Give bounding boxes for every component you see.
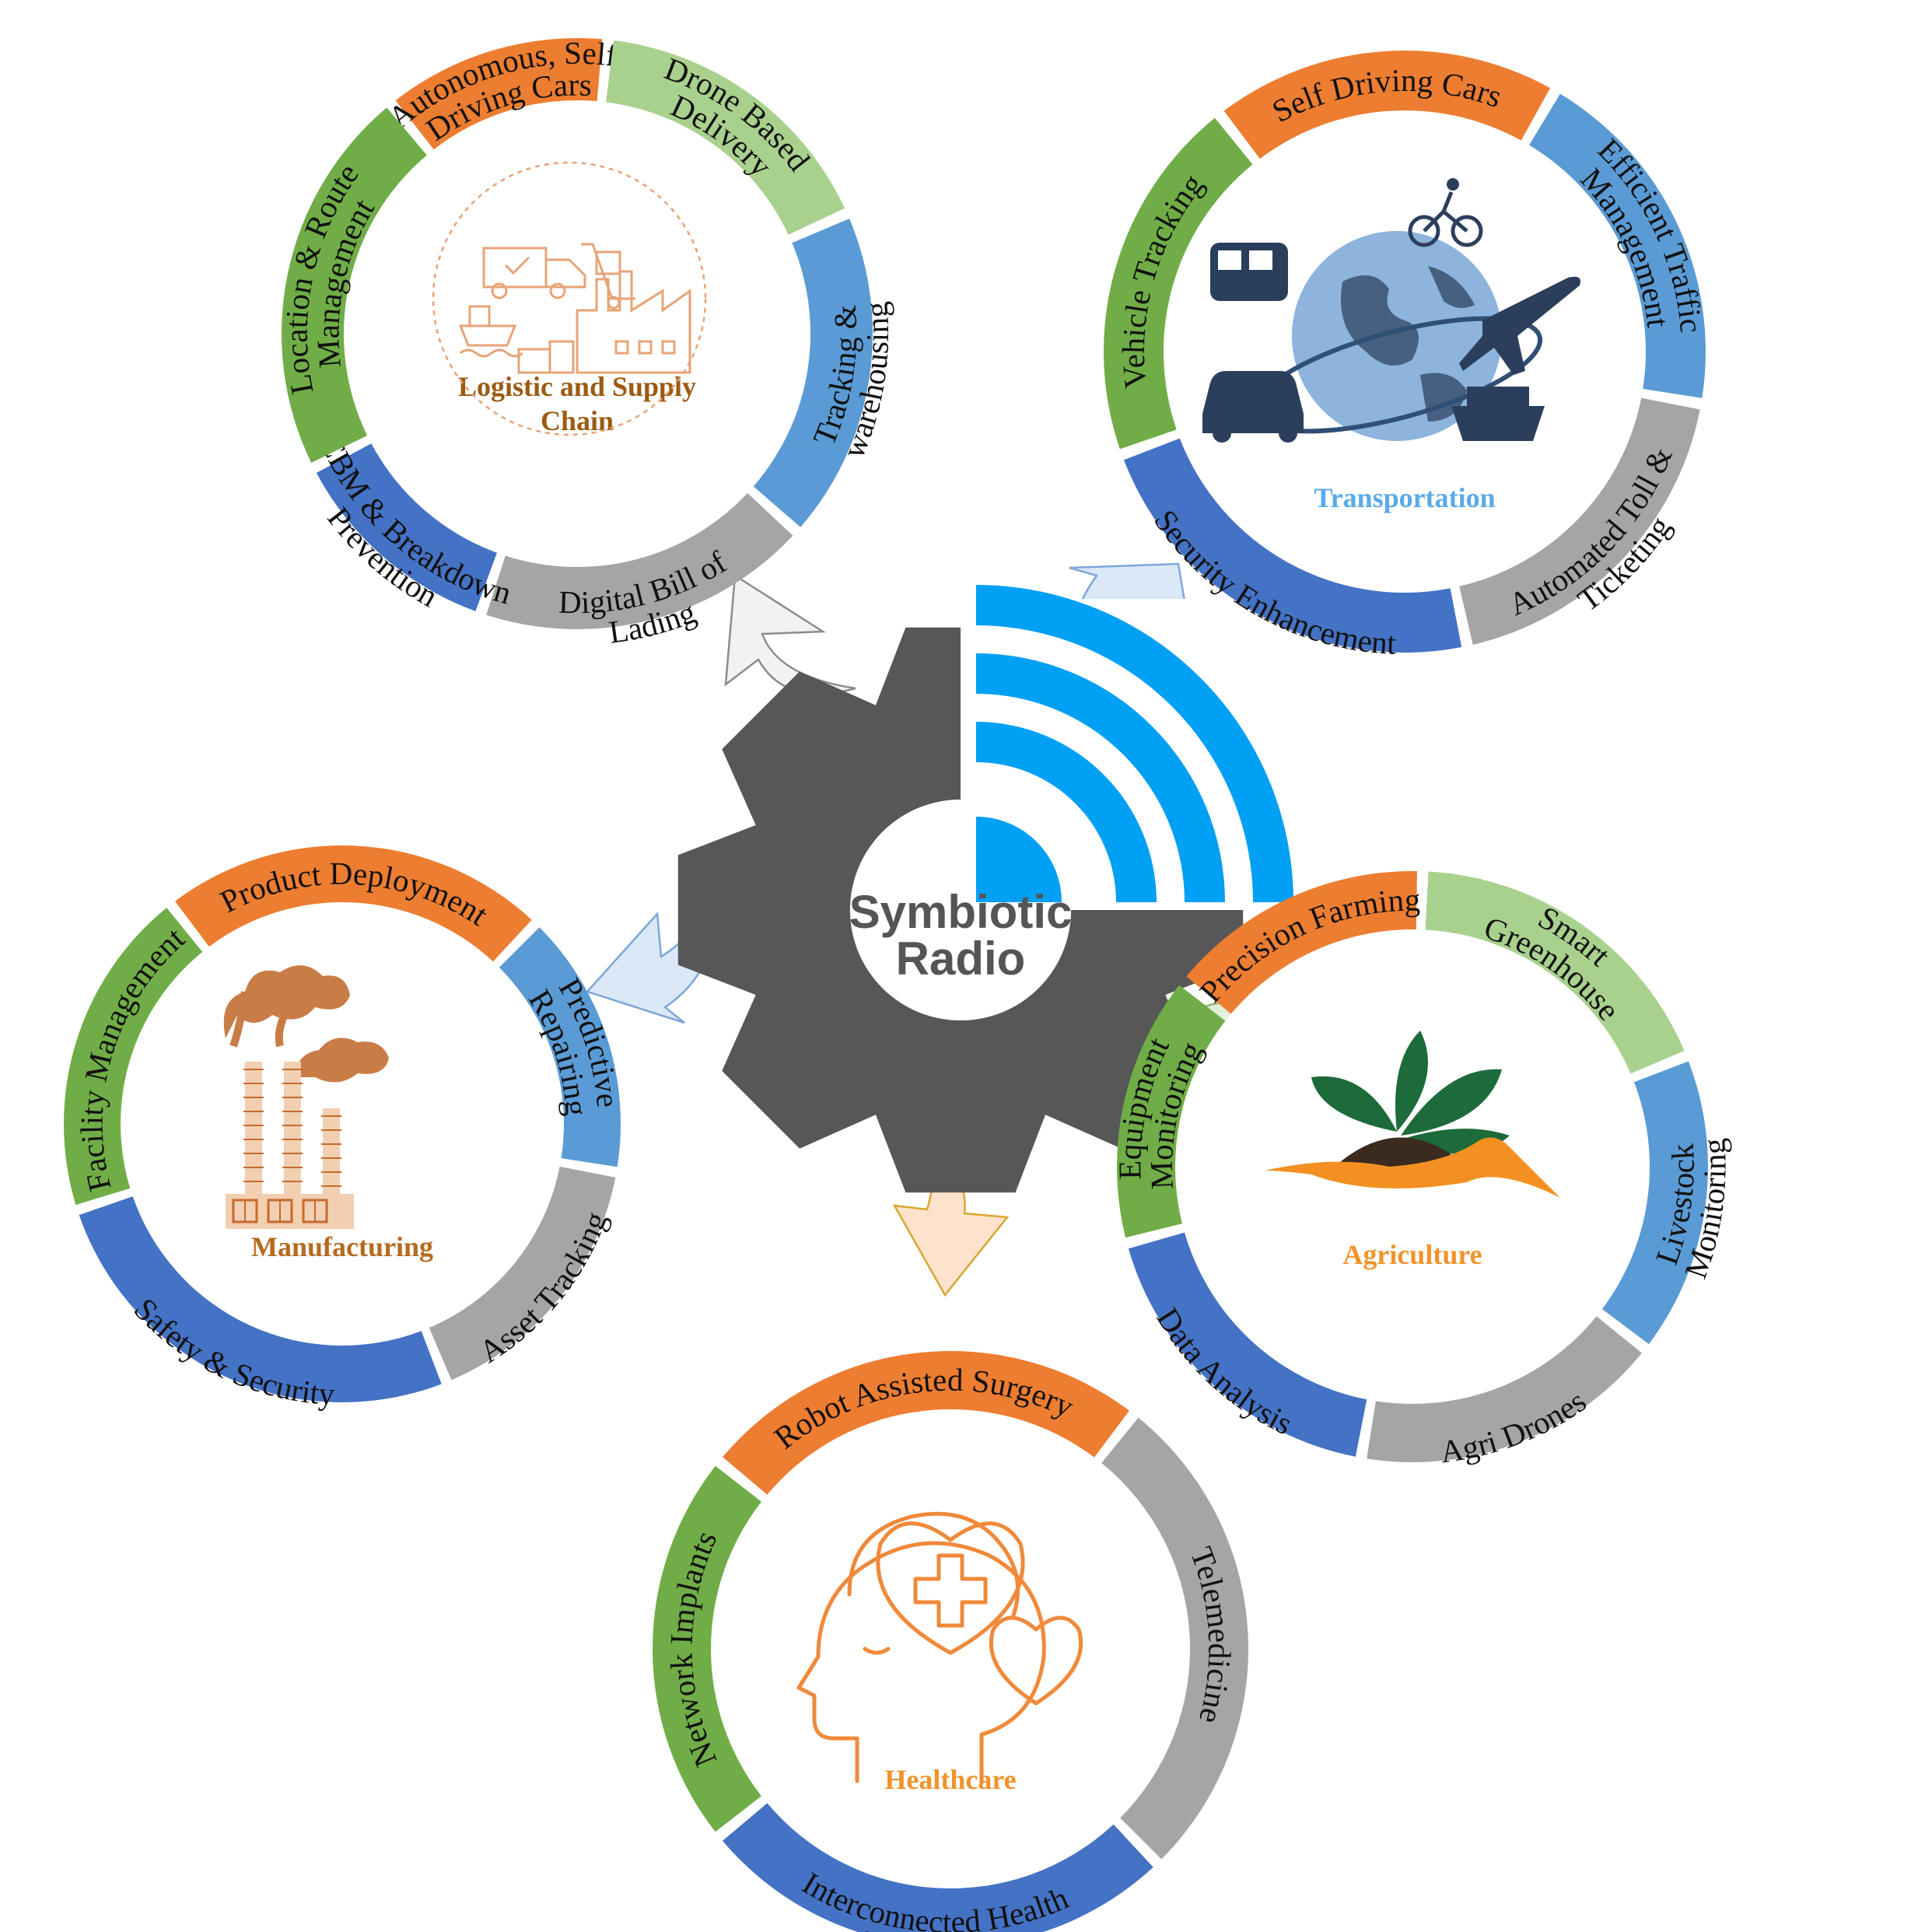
segment-band — [723, 1803, 1153, 1932]
wheel-title-line: Logistic and Supply — [458, 371, 696, 402]
segment-band — [486, 492, 793, 630]
wave-core — [976, 817, 1062, 902]
wave-arc — [976, 585, 1293, 902]
segment-band — [316, 443, 497, 611]
segment-band — [1104, 117, 1253, 450]
arrow-to-logistics — [724, 573, 856, 695]
segment-band — [606, 40, 845, 235]
segment-band — [1117, 985, 1226, 1238]
segment-band — [1529, 93, 1706, 398]
segment-band — [653, 1465, 761, 1832]
segment-band — [429, 1166, 616, 1381]
wheel-title-line: Healthcare — [884, 1764, 1016, 1795]
wheel-title-line: Manufacturing — [251, 1231, 433, 1262]
transportation-globe-icon — [1202, 178, 1580, 443]
segment-band — [64, 908, 203, 1206]
segment-band — [499, 927, 621, 1167]
wheel-title-transportation: Transportation — [1314, 482, 1495, 513]
segment-band — [395, 38, 603, 150]
segment-band — [282, 107, 427, 463]
segment-healthcare-1: Telemedicine — [1101, 1417, 1248, 1860]
wheel-title-line: Chain — [541, 405, 614, 436]
segment-band — [1459, 397, 1700, 645]
hub-label-line1: Symbiotic — [849, 886, 1073, 938]
wheel-center-manufacturing — [121, 902, 564, 1346]
segment-band — [1123, 438, 1462, 653]
wheel-title-agriculture: Agriculture — [1342, 1239, 1482, 1270]
segment-band — [1101, 1417, 1248, 1860]
symbiotic-radio-hub: Symbiotic Radio — [677, 585, 1293, 1193]
wheel-healthcare: Robot Assisted SurgeryTelemedicineInterc… — [653, 1351, 1248, 1932]
segment-band — [1367, 1316, 1642, 1463]
segment-band — [1186, 871, 1417, 1014]
wave-arc — [976, 653, 1225, 902]
wheel-title-line: Transportation — [1314, 482, 1495, 513]
segment-band — [1223, 51, 1551, 159]
plant-hand-icon — [1265, 1031, 1560, 1198]
segment-band — [79, 1196, 442, 1402]
wheel-title-healthcare: Healthcare — [884, 1764, 1016, 1795]
wheel-manufacturing: Product DeploymentPredictiveRepairingAss… — [64, 845, 626, 1412]
health-head-icon — [796, 1511, 1083, 1783]
segment-healthcare-2: Interconnected HealthMonitoring — [723, 1803, 1153, 1932]
segment-band — [753, 219, 873, 527]
segment-band — [1128, 1232, 1367, 1457]
segment-band — [1425, 871, 1685, 1074]
wheel-title-line: Agriculture — [1342, 1239, 1482, 1270]
segment-band — [175, 845, 532, 962]
wave-arc — [976, 722, 1157, 902]
segment-band — [1601, 1061, 1709, 1345]
hub-label-line2: Radio — [896, 933, 1026, 985]
segment-logistics-2: Tracking &warehousing — [753, 219, 895, 527]
logistics-icon — [432, 161, 707, 436]
wheel-title-manufacturing: Manufacturing — [251, 1231, 433, 1262]
factory-icon — [223, 965, 389, 1229]
segment-band — [723, 1351, 1129, 1495]
radio-waves-icon — [976, 585, 1293, 902]
wheel-center-healthcare — [711, 1409, 1190, 1888]
